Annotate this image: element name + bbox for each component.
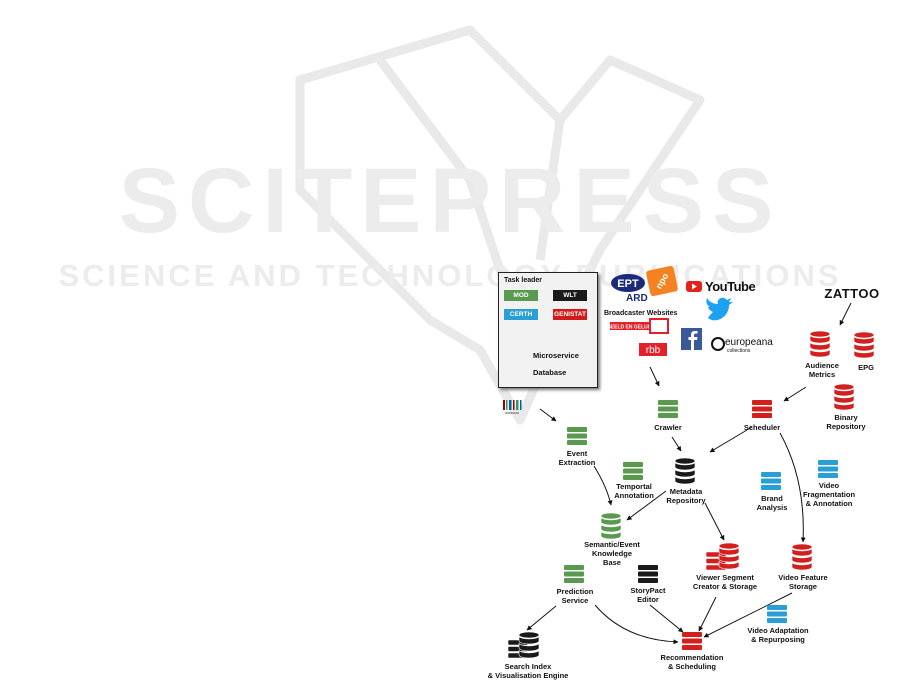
- edges: [526, 302, 852, 645]
- legend-title: Task leader: [504, 277, 543, 284]
- temporal-annotation-microservice-icon: [623, 462, 643, 480]
- prediction-service-microservice-icon: [564, 565, 584, 583]
- edge-viewer-recommendation: [698, 596, 717, 632]
- youtube-logo: YouTube: [686, 279, 756, 294]
- ard-logo-text: ARD: [626, 293, 648, 304]
- task-leader-legend: Task leader MOD WLT CERTH GENISTAT Micro…: [498, 272, 598, 388]
- recommendation-microservice-icon: [682, 632, 702, 650]
- npo-logo: npo: [646, 265, 678, 297]
- legend-database-label: Database: [533, 368, 567, 377]
- recommendation-label: Recommendation & Scheduling: [660, 653, 724, 671]
- wikidata-logo-text: WIKIDATA: [505, 411, 519, 415]
- search-index-label: Search Index & Visualisation Engine: [487, 662, 569, 680]
- metadata-repository-label: Metadata Repository: [666, 487, 706, 505]
- legend-chip-mod: MOD: [504, 290, 538, 301]
- viewer-segment-db-icon: [705, 542, 740, 571]
- epg-label: EPG: [858, 363, 874, 372]
- facebook-icon: [681, 328, 702, 350]
- edge-scheduler-metadata: [709, 426, 753, 453]
- metadata-repository-db-icon: [674, 457, 696, 485]
- europeana-logo: europeana collections: [711, 337, 773, 354]
- edge-videofeature-recommendation: [703, 592, 793, 638]
- edge-storypact-recommendation: [649, 604, 684, 633]
- beeld-logo-text: BEELD EN GELUID: [607, 325, 653, 331]
- crawler-microservice-icon: [658, 400, 678, 418]
- twitter-icon: [706, 297, 733, 321]
- temporal-annotation-label: Temportal Annotation: [614, 482, 654, 500]
- ept-logo-text: EPT: [617, 278, 639, 290]
- event-extraction-label: Event Extraction: [558, 449, 596, 467]
- wikidata-logo: WIKIDATA: [503, 400, 522, 415]
- watermark-title: SCITEPRESS: [119, 150, 782, 252]
- scheduler-microservice-icon: [752, 400, 772, 418]
- storypact-editor-label: StoryPact Editor: [630, 586, 666, 604]
- video-fragmentation-label: Video Fragmentation & Annotation: [802, 481, 856, 508]
- viewer-segment-label: Viewer Segment Creator & Storage: [692, 573, 758, 591]
- edge-metadata-semantic: [626, 490, 667, 521]
- search-index-db-icon: [507, 631, 540, 659]
- europeana-logo-subtext: collections: [727, 348, 751, 354]
- brand-analysis-label: Brand Analysis: [756, 494, 788, 512]
- crawler-label: Crawler: [654, 423, 682, 432]
- legend-chip-genistat: GENISTAT: [553, 309, 587, 320]
- youtube-logo-text: YouTube: [705, 279, 755, 294]
- zattoo-logo-text: ZATTOO: [824, 286, 879, 301]
- video-feature-label: Video Feature Storage: [778, 573, 828, 591]
- semantic-kb-db-icon: [600, 512, 622, 540]
- edge-zattoo-audience: [839, 302, 852, 326]
- edge-prediction-recommendation: [594, 604, 679, 645]
- edge-scheduler-videofeature: [779, 432, 806, 543]
- video-adaptation-microservice-icon: [767, 605, 787, 623]
- storypact-editor-microservice-icon: [638, 565, 658, 583]
- binary-repository-db-icon: [833, 383, 855, 411]
- video-adaptation-label: Video Adaptation & Repurposing: [747, 626, 809, 644]
- broadcaster-websites-label: Broadcaster Websites: [604, 310, 678, 317]
- legend-microservice-label: Microservice: [533, 351, 579, 360]
- legend-chip-wlt: WLT: [553, 290, 587, 301]
- video-fragmentation-microservice-icon: [818, 460, 838, 478]
- rbb-logo: rbb: [639, 343, 667, 356]
- brand-analysis-microservice-icon: [761, 472, 781, 490]
- europeana-logo-text: europeana: [725, 337, 773, 348]
- epg-db-icon: [853, 331, 875, 359]
- legend-chip-certh: CERTH: [504, 309, 538, 320]
- edge-rbb-crawler: [649, 366, 660, 387]
- semantic-kb-label: Semantic/Event Knowledge Base: [584, 540, 640, 567]
- zattoo-logo: ZATTOO: [824, 286, 879, 301]
- beeld-en-geluid-logo: BEELD EN GELUID: [607, 318, 669, 334]
- audience-metrics-db-icon: [809, 330, 831, 358]
- edge-wikidata-event: [539, 408, 557, 422]
- event-extraction-microservice-icon: [567, 427, 587, 445]
- edge-metadata-viewer: [704, 502, 725, 541]
- video-feature-db-icon: [791, 543, 813, 571]
- watermark-subtitle: SCIENCE AND TECHNOLOGY PUBLICATIONS: [58, 258, 841, 293]
- ept-logo: EPT: [611, 274, 645, 292]
- edge-event-semantic: [593, 465, 613, 506]
- edge-crawler-metadata: [671, 436, 682, 452]
- edge-audience-scheduler: [783, 386, 807, 402]
- audience-metrics-label: Audience Metrics: [805, 361, 839, 379]
- prediction-service-label: Prediction Service: [556, 587, 594, 605]
- scheduler-label: Scheduler: [743, 423, 781, 432]
- binary-repository-label: Binary Repository: [826, 413, 866, 431]
- rbb-logo-text: rbb: [646, 345, 661, 356]
- edge-prediction-search: [526, 605, 557, 631]
